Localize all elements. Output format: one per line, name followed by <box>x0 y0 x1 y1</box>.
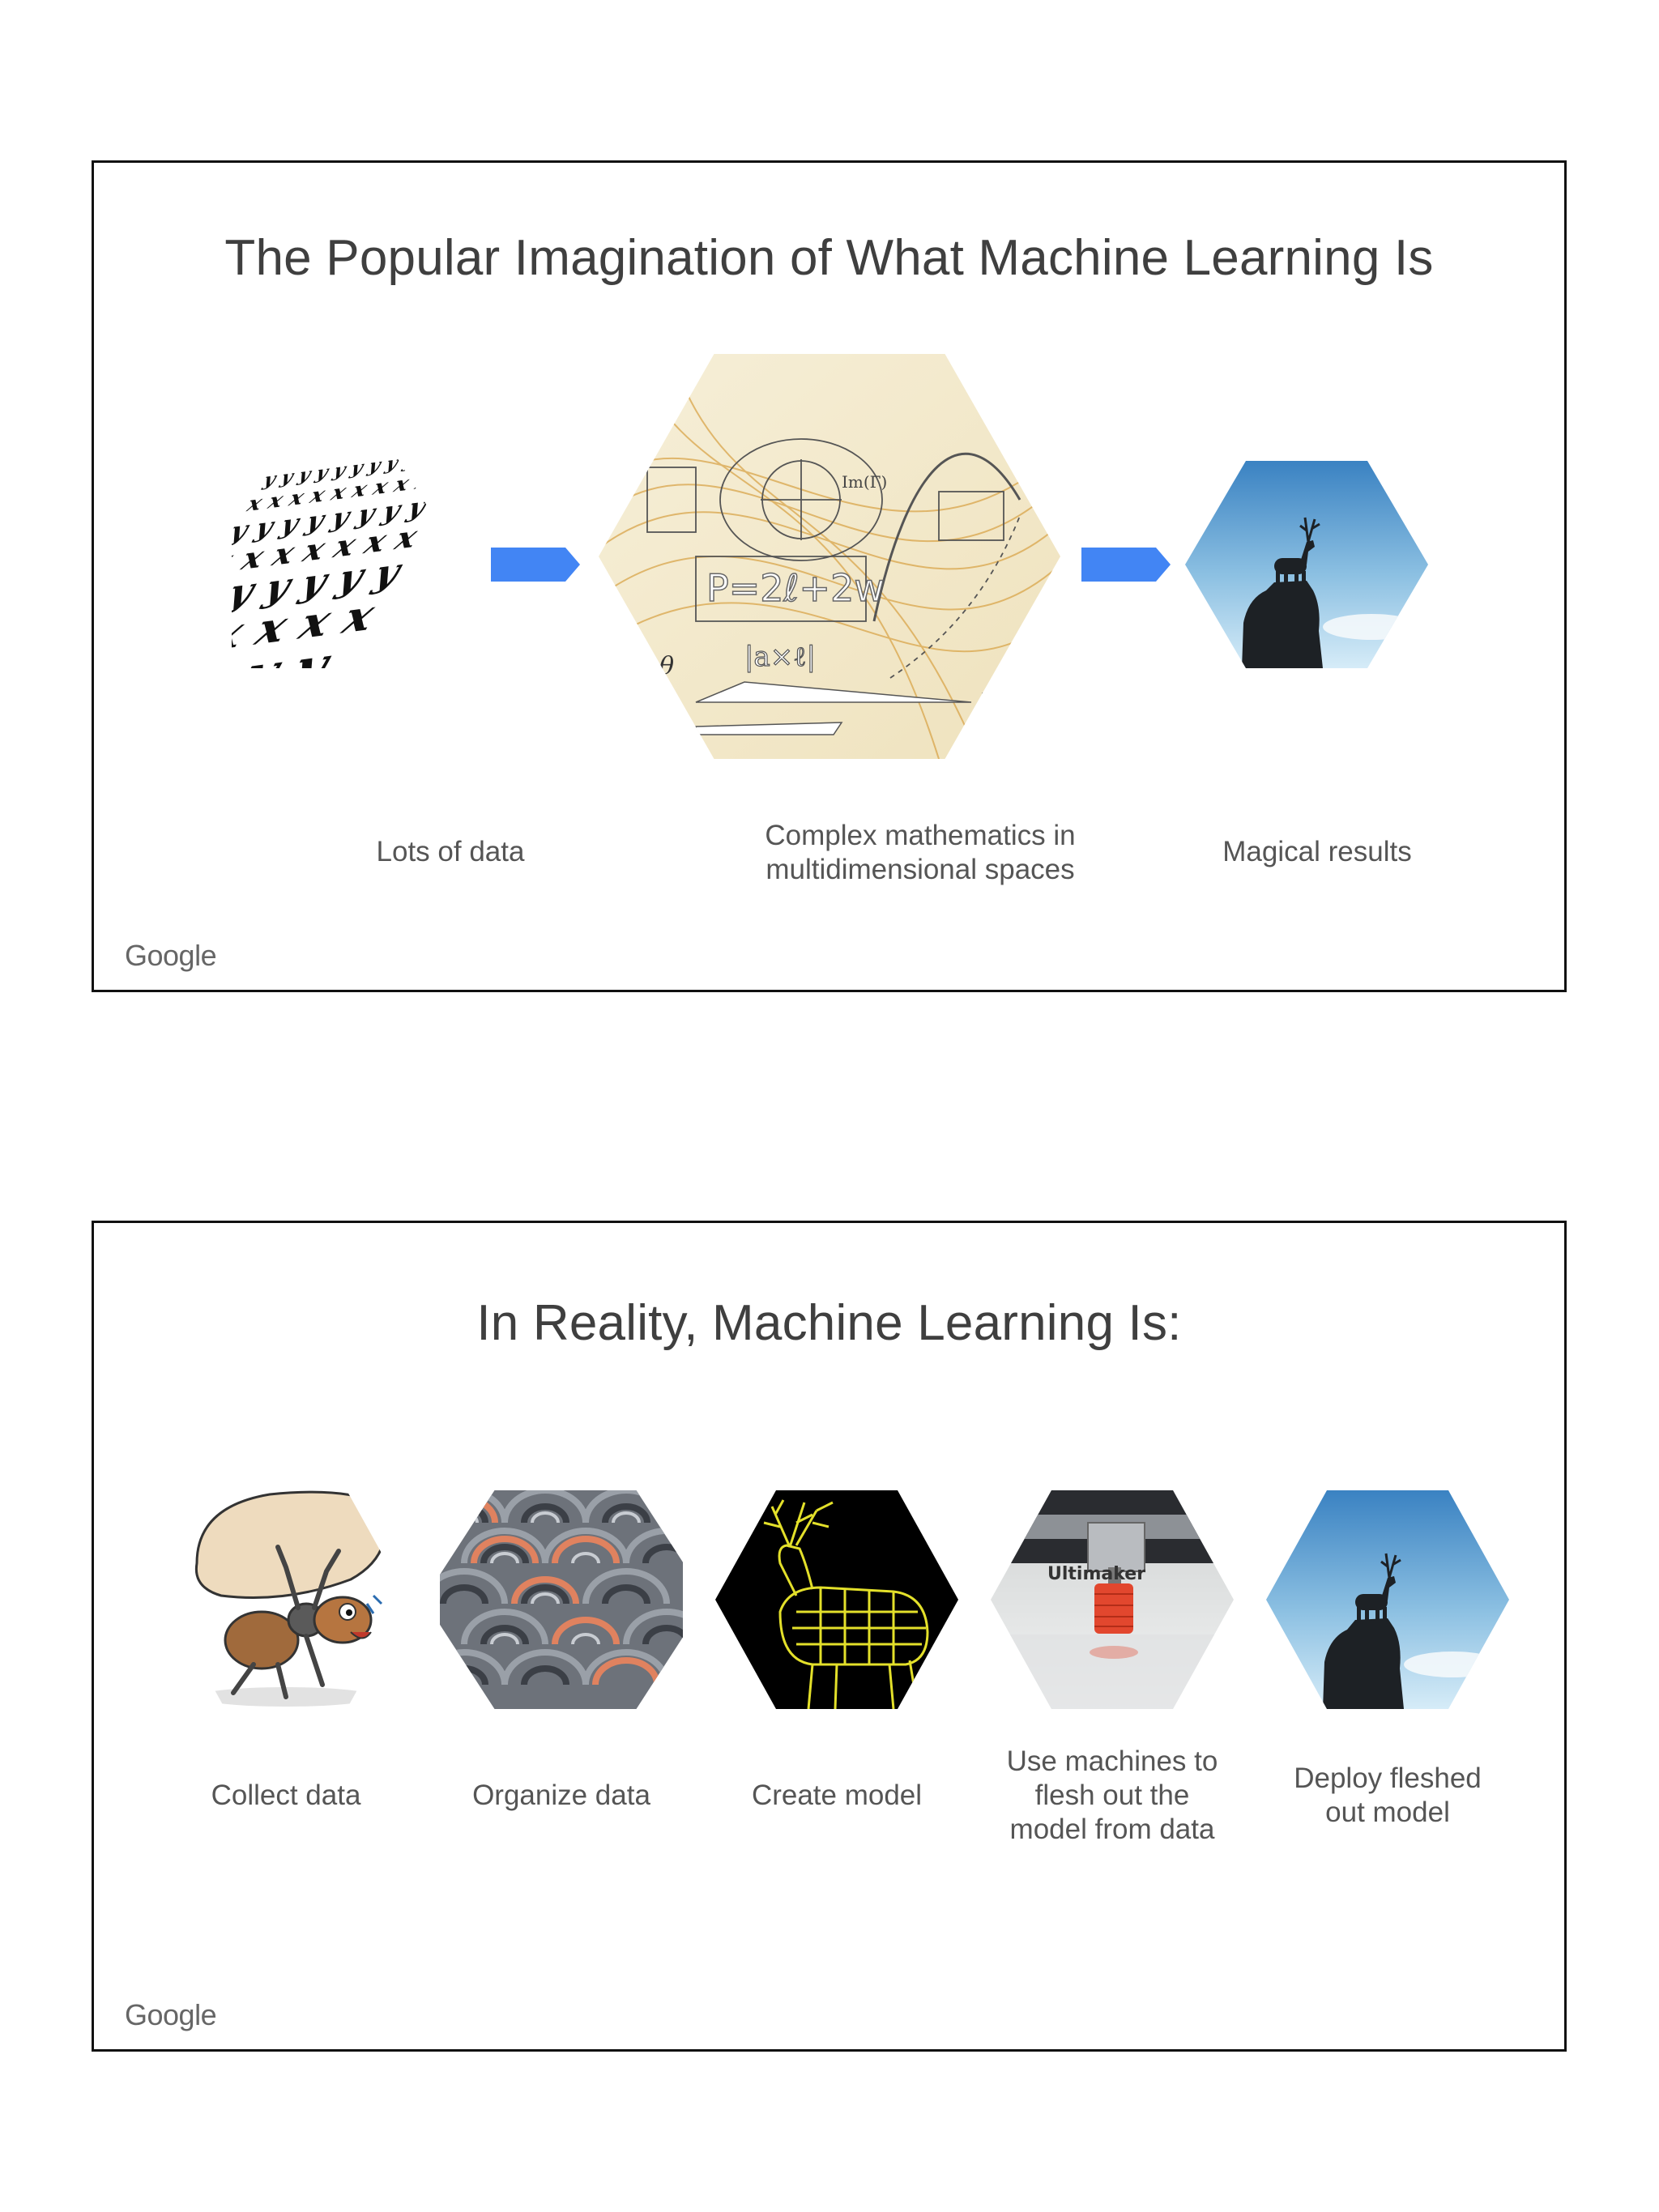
google-logo: Google <box>125 939 217 972</box>
svg-text:|a×ℓ|: |a×ℓ| <box>744 641 816 673</box>
deer-silhouette-image <box>1185 461 1428 668</box>
svg-text:Ultimaker: Ultimaker <box>1047 1564 1145 1584</box>
caption-organize-data: Organize data <box>472 1779 650 1811</box>
slide-title: In Reality, Machine Learning Is: <box>476 1295 1182 1351</box>
svg-text:Im(Γ): Im(Γ) <box>842 472 887 492</box>
caption-deploy-model: Deploy fleshed out model <box>1294 1762 1482 1828</box>
math-formulas-image: P=2ℓ+2w |a×ℓ| x = −b Im(Γ) θ <box>599 354 1060 759</box>
letters-grid-image: y y y y y y y y y x x x x x x x x x y y … <box>232 456 475 668</box>
google-logo: Google <box>125 1998 217 2031</box>
arrow-right-icon <box>491 548 580 582</box>
stacked-tiles-image <box>440 1490 683 1709</box>
ant-carrying-sack-image <box>164 1490 407 1709</box>
arrow-right-icon <box>1081 548 1171 582</box>
svg-text:x =: x = <box>971 710 1018 742</box>
3d-printer-image: Ultimaker <box>991 1490 1234 1709</box>
caption-complex-mathematics: Complex mathematics in multidimensional … <box>765 820 1076 885</box>
slide-reality: In Reality, Machine Learning Is: <box>92 1221 1567 2052</box>
svg-text:−b: −b <box>979 677 1020 710</box>
svg-text:P=2ℓ+2w: P=2ℓ+2w <box>706 566 885 610</box>
svg-text:θ: θ <box>659 652 674 680</box>
wireframe-deer-image <box>715 1490 958 1709</box>
caption-collect-data: Collect data <box>211 1779 361 1811</box>
slide-popular-imagination: The Popular Imagination of What Machine … <box>92 160 1567 992</box>
slide-title: The Popular Imagination of What Machine … <box>224 230 1434 286</box>
caption-lots-of-data: Lots of data <box>376 836 525 867</box>
caption-magical-results: Magical results <box>1222 836 1412 867</box>
caption-use-machines: Use machines to flesh out the model from… <box>1006 1745 1218 1845</box>
deer-silhouette-image <box>1266 1490 1509 1709</box>
caption-create-model: Create model <box>751 1779 923 1811</box>
